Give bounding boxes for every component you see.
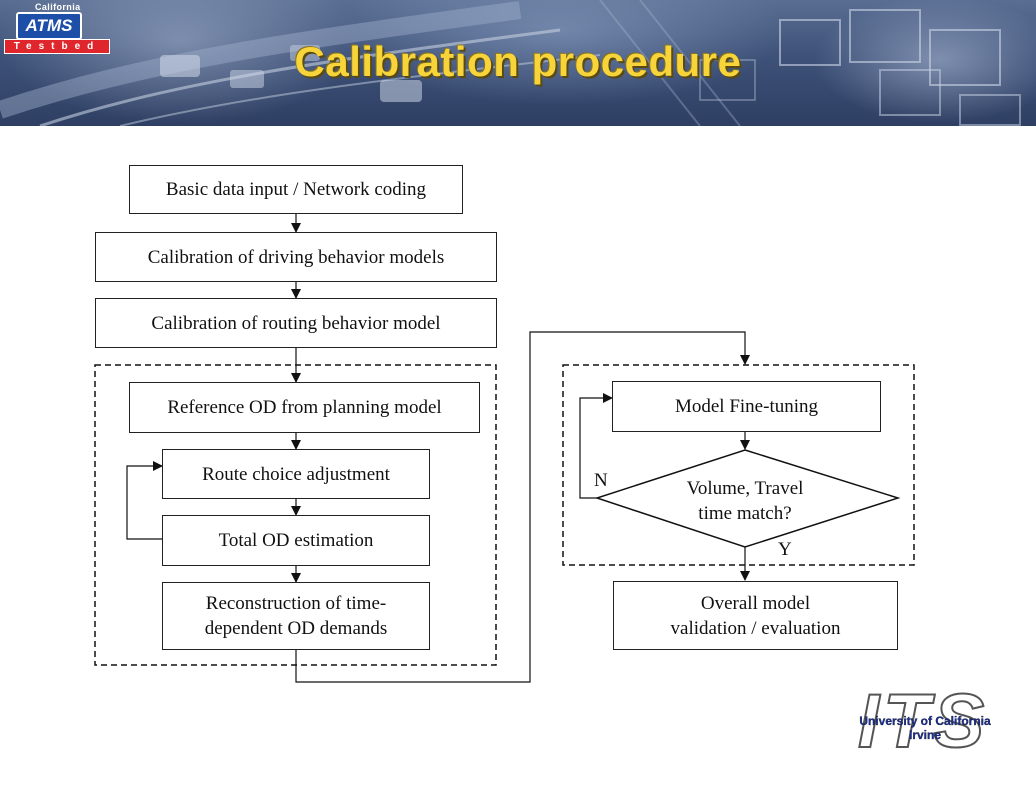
node-route-choice: Route choice adjustment — [162, 449, 430, 499]
node-fine-tuning: Model Fine-tuning — [612, 381, 881, 432]
its-letters: ITS — [857, 679, 989, 764]
logo-acronym: ATMS — [16, 12, 82, 40]
logo-state: California — [35, 2, 81, 12]
logo-sub: Testbed — [4, 39, 110, 54]
its-university: University of California Irvine — [859, 714, 991, 742]
header-banner: California ATMS Testbed Calibration proc… — [0, 0, 1036, 126]
node-driving-behavior: Calibration of driving behavior models — [95, 232, 497, 282]
node-reconstruction: Reconstruction of time- dependent OD dem… — [162, 582, 430, 650]
page-title: Calibration procedure — [294, 38, 742, 85]
node-reference-od: Reference OD from planning model — [129, 382, 480, 433]
edge-total-loop-to-route — [126, 461, 163, 540]
node-overall-validation: Overall model validation / evaluation — [613, 581, 898, 650]
no-label: N — [594, 470, 608, 491]
node-basic-data: Basic data input / Network coding — [129, 165, 463, 214]
decision-text: Volume, Travel time match? — [686, 478, 804, 524]
atms-testbed-logo: California ATMS Testbed — [2, 2, 110, 54]
edge-decision-no-loop — [579, 393, 613, 499]
node-total-od: Total OD estimation — [162, 515, 430, 566]
node-routing-behavior: Calibration of routing behavior model — [95, 298, 497, 348]
its-uci-logo: ITS University of California Irvine — [840, 681, 1010, 766]
fine-tuning-group — [562, 364, 915, 566]
edge-reconstruction-to-finetuning — [295, 331, 750, 683]
banner-background-art — [0, 0, 1021, 126]
yes-label: Y — [778, 539, 792, 560]
